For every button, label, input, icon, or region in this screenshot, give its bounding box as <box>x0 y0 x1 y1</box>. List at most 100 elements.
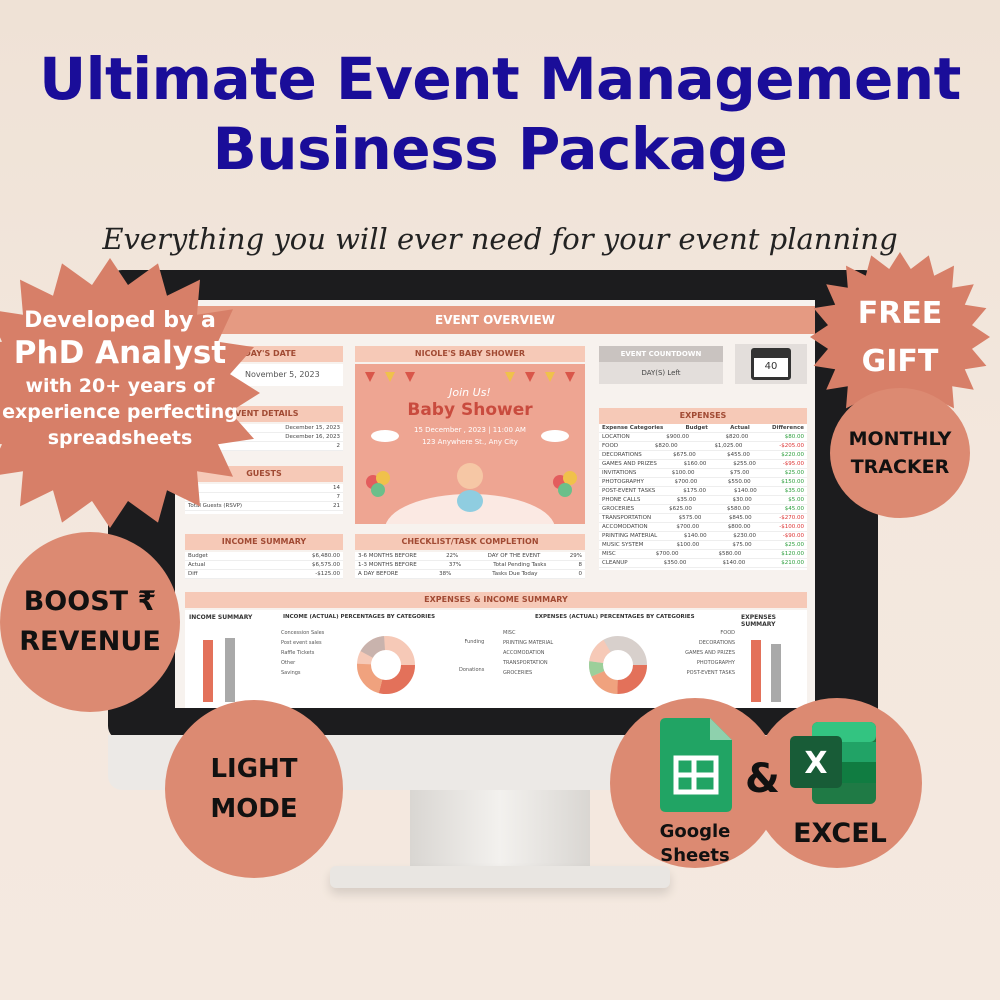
free-gift-line-2: GIFT <box>861 344 939 379</box>
table-cell: GAMES AND PRIZES <box>602 461 657 467</box>
expenses-summary-title: EXPENSES SUMMARY <box>741 614 776 628</box>
free-gift-text: FREE GIFT <box>820 290 980 386</box>
excel-label: EXCEL <box>793 818 887 849</box>
table-cell: DECORATIONS <box>602 452 642 458</box>
calendar-icon: 40 <box>751 348 791 380</box>
table-cell: Tasks Due Today <box>492 571 538 577</box>
table-cell: $75.00 <box>730 470 750 476</box>
table-cell: MUSIC SYSTEM <box>602 542 644 548</box>
sheets-line-1: Google <box>659 821 731 842</box>
chart-label: TRANSPORTATION <box>503 660 548 666</box>
table-cell: $845.00 <box>728 515 752 521</box>
table-cell: 29% <box>569 553 582 559</box>
table-cell: $6,480.00 <box>312 553 340 559</box>
chart-label: Post event sales <box>281 640 322 646</box>
table-cell: $140.00 <box>722 560 746 566</box>
table-row: GROCERIES$625.00$580.00$45.00 <box>599 505 807 514</box>
svg-text:X: X <box>804 746 827 781</box>
table-cell: $100.00 <box>671 470 695 476</box>
chart-label: GROCERIES <box>503 670 533 676</box>
table-cell: 14 <box>333 485 340 491</box>
table-cell: -$205.00 <box>779 443 804 449</box>
table-cell: $700.00 <box>674 479 698 485</box>
table-cell: December 15, 2023 <box>285 425 340 431</box>
table-row: CLEANUP$350.00$140.00$210.00 <box>599 559 807 568</box>
income-pct-title: INCOME (ACTUAL) PERCENTAGES BY CATEGORIE… <box>283 614 436 620</box>
table-cell: $35.00 <box>784 488 804 494</box>
table-row: GAMES AND PRIZES$160.00$255.00-$95.00 <box>599 460 807 469</box>
income-donut <box>357 636 415 694</box>
monitor-stand <box>330 866 670 888</box>
table-cell: Total Pending Tasks <box>493 562 547 568</box>
checklist-header: CHECKLIST/TASK COMPLETION <box>355 534 585 550</box>
table-cell: -$95.00 <box>782 461 804 467</box>
free-gift-line-1: FREE <box>857 296 943 331</box>
table-cell: TRANSPORTATION <box>602 515 652 521</box>
table-row: Budget $6,480.00 <box>185 552 343 561</box>
table-cell: Total Guests (RSVP) <box>188 503 243 509</box>
table-row: December 16, 2023 <box>185 433 343 442</box>
chart-label: Funding <box>464 639 485 645</box>
table-cell: $255.00 <box>733 461 756 467</box>
invitation-card: Join Us! Baby Shower 15 December , 2023 … <box>355 364 585 524</box>
table-cell: $350.00 <box>663 560 687 566</box>
table-cell: $30.00 <box>732 497 752 503</box>
table-cell: 22% <box>446 553 459 559</box>
table-cell: 7 <box>336 494 341 500</box>
table-cell: DAY OF THE EVENT <box>487 553 541 559</box>
income-summary-chart-title: INCOME SUMMARY <box>189 614 253 621</box>
countdown-header: EVENT COUNTDOWN <box>599 346 723 362</box>
monthly-line-1: MONTHLY <box>848 428 952 450</box>
table-row: POST-EVENT TASKS$175.00$140.00$35.00 <box>599 487 807 496</box>
table-cell: A DAY BEFORE <box>358 571 399 577</box>
table-row: TRANSPORTATION $575.00 $845.00 -$270.00 <box>599 514 807 523</box>
table-cell: Budget <box>188 553 208 559</box>
dashboard-screen: EVENT OVERVIEW TODAY'S DATE November 5, … <box>175 300 815 708</box>
table-cell: 2 <box>336 443 341 449</box>
table-cell: $700.00 <box>655 551 679 557</box>
chart-label: FOOD <box>720 630 735 636</box>
table-cell: $140.00 <box>683 533 707 539</box>
table-row: INVITATIONS$100.00$75.00$25.00 <box>599 469 807 478</box>
chart-label: Raffle Tickets <box>281 650 315 656</box>
table-cell: $580.00 <box>726 506 750 512</box>
headline-line-2: Business Package <box>212 115 788 183</box>
table-cell: $210.00 <box>781 560 804 566</box>
table-cell: $35.00 <box>676 497 697 503</box>
expenses-bar-chart <box>751 640 781 702</box>
table-row: Diff-$125.00 <box>185 570 343 579</box>
table-cell: 38% <box>439 571 452 577</box>
table-cell: $100.00 <box>676 542 700 548</box>
table-cell: $175.00 <box>683 488 706 494</box>
column-header: Actual <box>730 425 750 431</box>
boost-line-1: BOOST ₹ <box>23 586 157 617</box>
monthly-tracker-badge: MONTHLY TRACKER <box>830 388 970 518</box>
table-cell: $575.00 <box>678 515 702 521</box>
table-cell: 21 <box>333 503 340 509</box>
table-cell: $150.00 <box>781 479 804 485</box>
table-cell: -$100.00 <box>779 524 804 530</box>
chart-label: MISC <box>503 630 516 636</box>
dashboard-title: EVENT OVERVIEW <box>175 306 815 334</box>
income-bar-chart <box>203 638 235 702</box>
table-cell: LOCATION <box>602 434 630 440</box>
table-row: Actual$6,575.00 <box>185 561 343 570</box>
column-header: Expense Categories <box>602 425 664 431</box>
table-row: 7 <box>185 493 343 502</box>
light-line-2: MODE <box>210 794 298 824</box>
table-cell: $800.00 <box>727 524 751 530</box>
table-cell: PHOTOGRAPHY <box>602 479 644 485</box>
table-cell: $625.00 <box>669 506 692 512</box>
chart-label: GAMES AND PRIZES <box>685 650 735 656</box>
table-row: MUSIC SYSTEM$100.00$75.00$25.00 <box>599 541 807 550</box>
table-cell: Actual <box>188 562 206 568</box>
expenses-donut <box>589 636 647 694</box>
days-left-label: DAY(S) Left <box>599 362 723 384</box>
phd-line-5: spreadsheets <box>47 427 193 449</box>
table-cell: $120.00 <box>781 551 804 557</box>
table-cell: -$270.00 <box>779 515 804 521</box>
